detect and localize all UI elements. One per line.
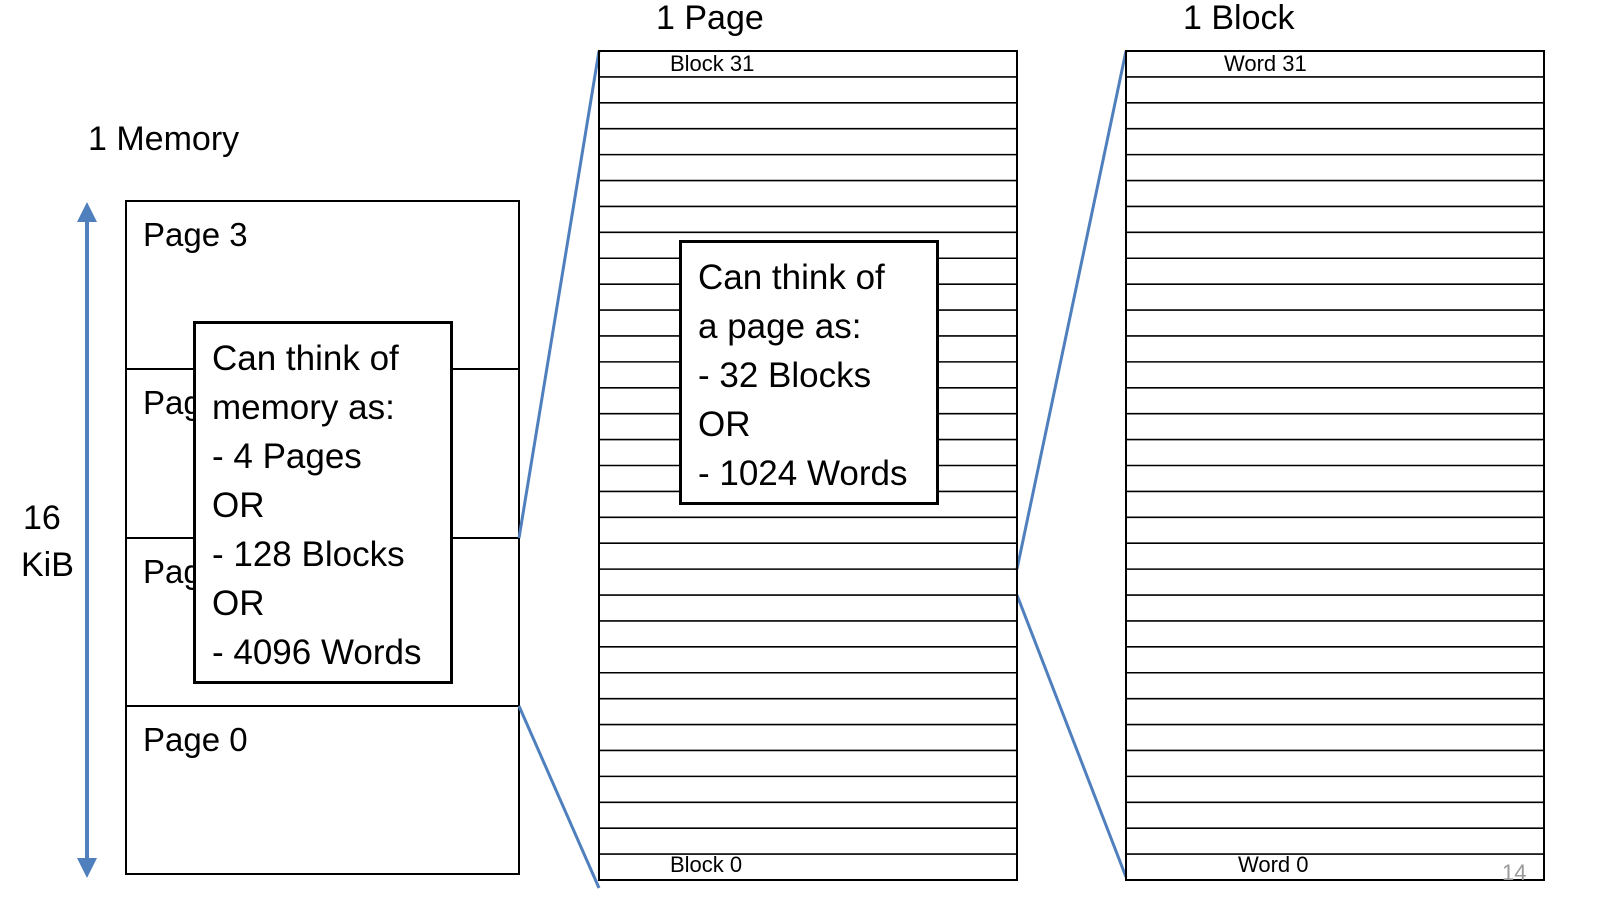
callout-line: - 4096 Words — [212, 633, 422, 672]
callout-line: a page as: — [698, 307, 862, 346]
callout-line: - 4 Pages — [212, 437, 362, 476]
page-title: 1 Page — [656, 0, 764, 37]
callout-line: - 128 Blocks — [212, 535, 405, 574]
zoom-connector — [1015, 594, 1128, 878]
memory-size-value: 16 — [23, 499, 61, 537]
memory-size-unit: KiB — [21, 546, 74, 584]
memory-page-label: Pag — [143, 384, 202, 421]
slide-number: 14 — [1502, 860, 1527, 885]
zoom-connector — [517, 705, 601, 889]
callout-line: - 1024 Words — [698, 454, 908, 493]
page-column — [598, 50, 1018, 881]
callout-line: Can think of — [698, 258, 885, 297]
callout-line: memory as: — [212, 388, 395, 427]
page-bottom-row-label: Block 0 — [670, 852, 743, 877]
memory-title: 1 Memory — [88, 120, 240, 158]
block-bottom-row-label: Word 0 — [1238, 852, 1309, 877]
block-column — [1125, 50, 1545, 881]
callout-line: - 32 Blocks — [698, 356, 872, 395]
memory-page-label: Page 3 — [143, 216, 248, 253]
callout-line: OR — [698, 405, 751, 444]
callout-line: OR — [212, 584, 265, 623]
zoom-connector — [1015, 50, 1128, 570]
block-top-row-label: Word 31 — [1224, 51, 1307, 76]
memory-page-label: Page 0 — [143, 721, 248, 758]
zoom-connector — [517, 50, 601, 539]
block-title: 1 Block — [1183, 0, 1295, 37]
memory-callout: Can think of memory as: - 4 Pages OR - 1… — [193, 321, 453, 684]
page-top-row-label: Block 31 — [670, 51, 755, 76]
memory-page-label: Pag — [143, 553, 202, 590]
callout-line: OR — [212, 486, 265, 525]
callout-line: Can think of — [212, 339, 399, 378]
page-callout: Can think of a page as: - 32 Blocks OR -… — [679, 240, 939, 505]
